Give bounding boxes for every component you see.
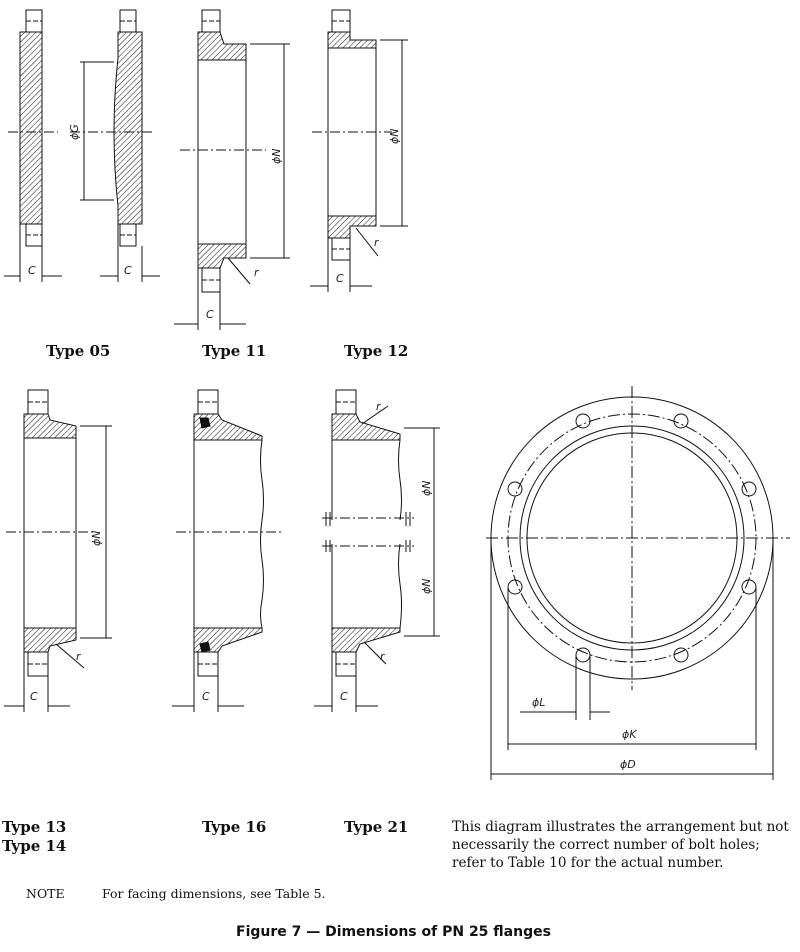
type05b-c-label: C: [124, 264, 132, 277]
note-label: NOTE: [26, 886, 65, 901]
pitch-circle-k-label: ϕK: [622, 728, 637, 741]
type11-section: [174, 9, 290, 330]
type11-r-label: r: [254, 266, 260, 279]
type21-section: [314, 389, 440, 712]
note-text: For facing dimensions, see Table 5.: [102, 886, 326, 901]
type11-c-label: C: [206, 308, 214, 321]
caption-type14: Type 14: [2, 837, 67, 855]
type16-section: [172, 389, 282, 712]
caption-type21: Type 21: [344, 818, 409, 836]
type12-c-label: C: [336, 272, 344, 285]
bolt-hole-description: This diagram illustrates the arrangement…: [452, 819, 789, 871]
type05b-section: [70, 9, 160, 282]
type12-section: [310, 9, 408, 292]
type13-n-label: ϕN: [90, 531, 103, 547]
g-diameter-label: ϕG: [68, 124, 81, 140]
type21-n-upper-label: ϕN: [420, 481, 433, 497]
type21-r-upper-label: r: [376, 400, 382, 413]
type13-section: [4, 389, 112, 712]
caption-type05: Type 05: [46, 342, 111, 360]
bolt-hole-l-label: ϕL: [532, 696, 545, 709]
type21-c-label: C: [340, 690, 348, 703]
type13-c-label: C: [30, 690, 38, 703]
type21-n-lower-label: ϕN: [420, 579, 433, 595]
caption-type13: Type 13: [2, 818, 67, 836]
type12-r-label: r: [374, 236, 380, 249]
type12-n-label: ϕN: [388, 129, 401, 145]
flange-plan-view: [486, 386, 790, 780]
type21-r-lower-label: r: [380, 650, 386, 663]
type16-c-label: C: [202, 690, 210, 703]
type13-r-label: r: [76, 650, 82, 663]
type05-c-label: C: [28, 264, 36, 277]
caption-type16: Type 16: [202, 818, 267, 836]
type11-n-label: ϕN: [270, 149, 283, 165]
type05-section: [4, 9, 62, 282]
caption-type11: Type 11: [202, 342, 267, 360]
caption-type12: Type 12: [344, 342, 409, 360]
figure-title: Figure 7 — Dimensions of PN 25 flanges: [236, 924, 551, 940]
outer-d-label: ϕD: [620, 758, 636, 771]
